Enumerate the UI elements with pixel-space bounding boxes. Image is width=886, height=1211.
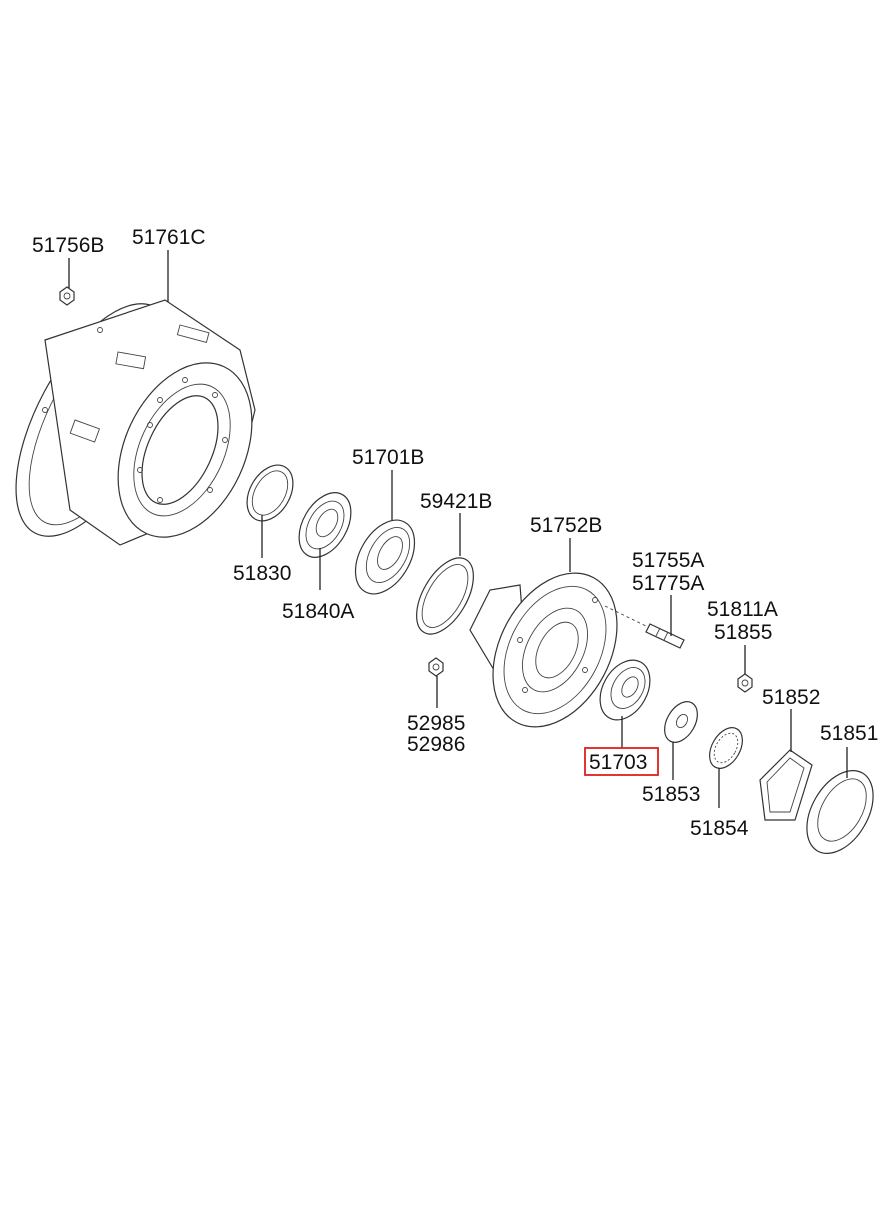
label-51756b[interactable]: 51756B xyxy=(32,234,104,257)
label-51851[interactable]: 51851 xyxy=(820,722,878,745)
inner-bearing[interactable] xyxy=(288,484,361,567)
label-51855[interactable]: 51855 xyxy=(714,621,772,644)
label-51830[interactable]: 51830 xyxy=(233,562,291,585)
label-51703[interactable]: 51703 xyxy=(589,751,647,774)
retaining-ring[interactable] xyxy=(405,549,485,644)
wheel-hub[interactable] xyxy=(468,552,642,748)
label-51840a[interactable]: 51840A xyxy=(282,600,354,623)
hub-nut[interactable] xyxy=(428,657,444,677)
oil-seal[interactable] xyxy=(238,457,303,529)
label-52986[interactable]: 52986 xyxy=(407,733,465,756)
wheel-nut[interactable] xyxy=(59,286,75,306)
label-51854[interactable]: 51854 xyxy=(690,817,749,840)
label-51852[interactable]: 51852 xyxy=(762,686,820,709)
gasket[interactable] xyxy=(759,749,813,821)
label-51752b[interactable]: 51752B xyxy=(530,514,602,537)
hub-cap[interactable] xyxy=(793,759,886,865)
washer[interactable] xyxy=(658,696,704,748)
lock-washer[interactable] xyxy=(703,722,749,774)
label-52985[interactable]: 52985 xyxy=(407,712,465,735)
label-51701b[interactable]: 51701B xyxy=(352,446,424,469)
label-51761c[interactable]: 51761C xyxy=(132,226,206,249)
outer-bearing[interactable] xyxy=(590,651,660,728)
label-51853[interactable]: 51853 xyxy=(642,783,700,806)
bearing-cup[interactable] xyxy=(343,510,426,604)
cap-nut[interactable] xyxy=(737,673,753,693)
highlight-box-51703 xyxy=(584,747,659,776)
label-51755a[interactable]: 51755A xyxy=(632,549,704,572)
label-51811a[interactable]: 51811A xyxy=(707,598,778,621)
label-59421b[interactable]: 59421B xyxy=(420,490,492,513)
wheel-stud[interactable] xyxy=(604,605,685,649)
brake-drum[interactable] xyxy=(0,280,278,560)
label-51775a[interactable]: 51775A xyxy=(632,572,704,595)
